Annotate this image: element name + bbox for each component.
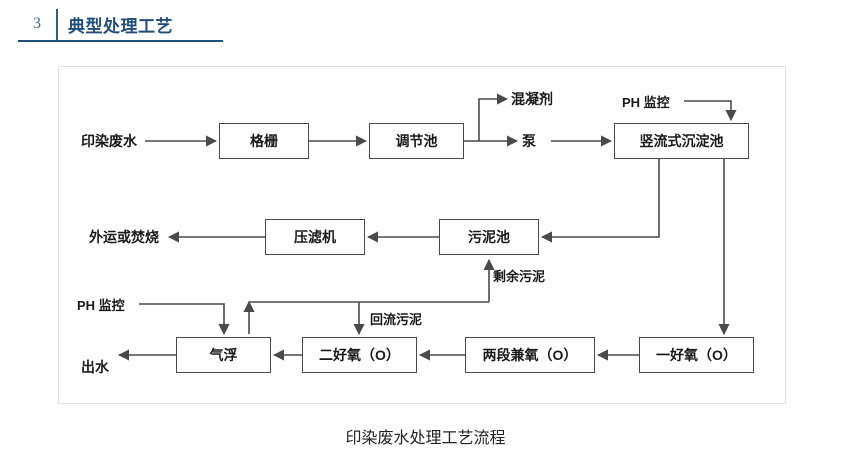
edge-ph-settling bbox=[684, 100, 737, 122]
label-effluent: 出水 bbox=[81, 359, 109, 375]
page-title: 典型处理工艺 bbox=[68, 16, 173, 36]
figure-caption: 印染废水处理工艺流程 bbox=[345, 430, 506, 447]
label-haul-or-burn: 外运或焚烧 bbox=[89, 229, 159, 245]
label-pump: 泵 bbox=[522, 133, 536, 149]
edge-settling-sludge bbox=[540, 159, 660, 243]
label-ph-monitor-top: PH 监控 bbox=[622, 94, 670, 110]
node-flotation[interactable]: 气浮 bbox=[176, 337, 271, 373]
section-header: 3 典型处理工艺 bbox=[18, 8, 223, 42]
node-filter-press[interactable]: 压滤机 bbox=[265, 219, 365, 255]
label-ph-monitor-bottom: PH 监控 bbox=[77, 297, 125, 313]
header-divider bbox=[56, 9, 58, 40]
node-aerobic-2[interactable]: 二好氧（O） bbox=[302, 337, 417, 373]
node-anoxic-2stage[interactable]: 两段兼氧（O） bbox=[465, 337, 595, 373]
node-sludge-tank[interactable]: 污泥池 bbox=[439, 219, 539, 255]
node-aerobic-1[interactable]: 一好氧（O） bbox=[639, 337, 754, 373]
section-number: 3 bbox=[33, 15, 41, 32]
process-flow-diagram bbox=[117, 93, 737, 361]
edge-ph-flotation bbox=[139, 303, 230, 336]
figure-frame: 格栅 调节池 竖流式沉淀池 压滤机 污泥池 气浮 二好氧（O） 两段兼氧（O） … bbox=[58, 66, 786, 404]
node-grille[interactable]: 格栅 bbox=[219, 123, 309, 159]
node-adjust-tank[interactable]: 调节池 bbox=[369, 123, 464, 159]
node-settling-tank[interactable]: 竖流式沉淀池 bbox=[614, 123, 749, 159]
label-influent: 印染废水 bbox=[81, 133, 137, 149]
label-excess-sludge: 剩余污泥 bbox=[493, 268, 546, 284]
label-return-sludge: 回流污泥 bbox=[370, 311, 423, 327]
label-coagulant: 混凝剂 bbox=[511, 91, 553, 107]
edge-adjust-coagulant bbox=[478, 93, 509, 141]
